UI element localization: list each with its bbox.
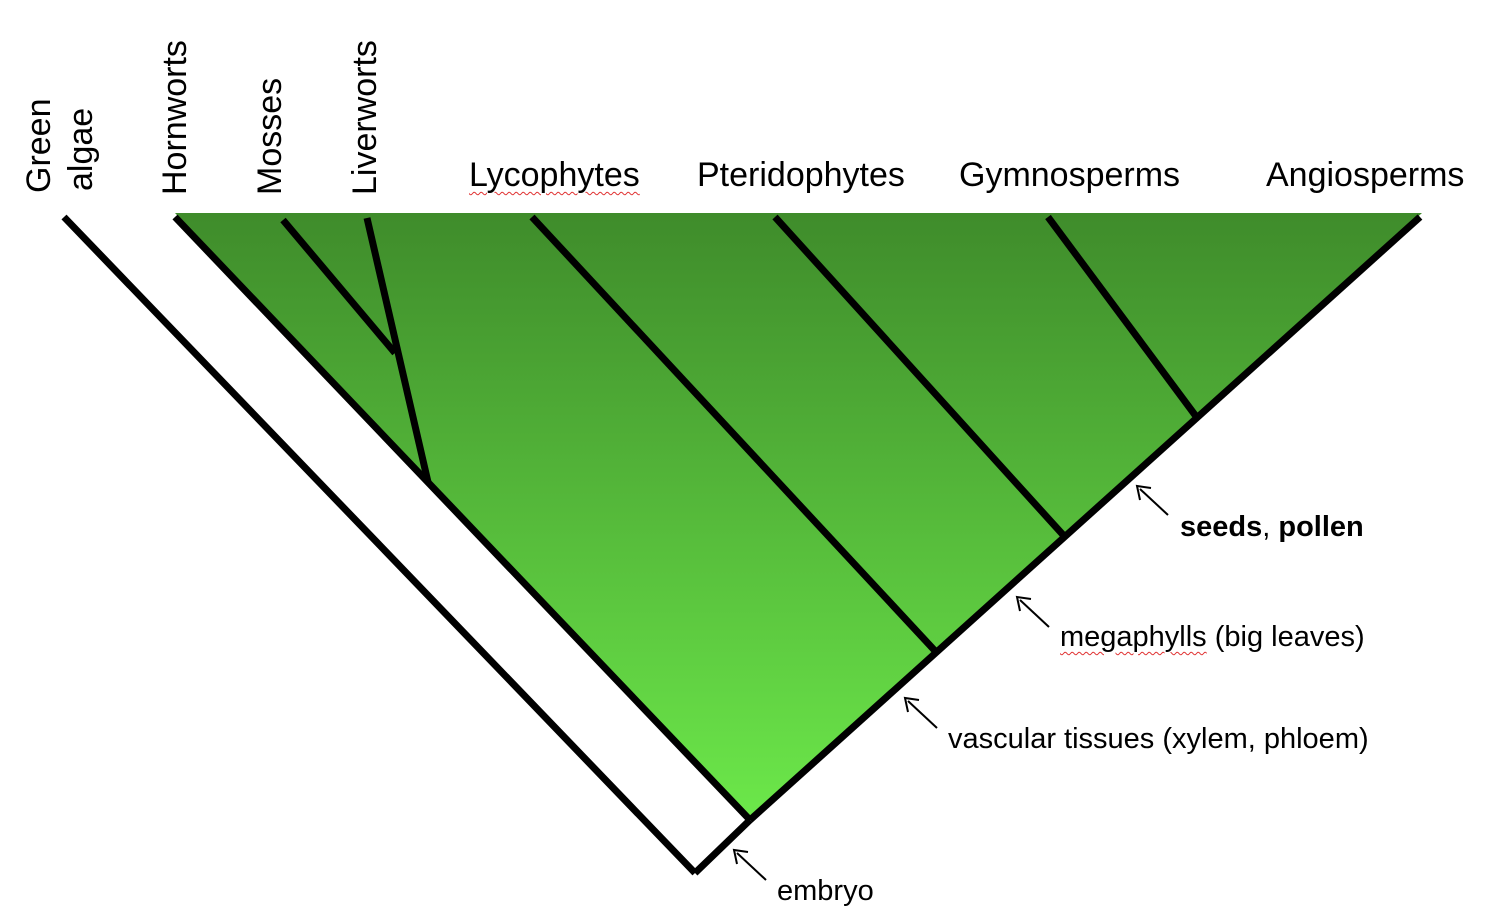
taxon-label-green-algae-line1: Green: [20, 98, 58, 194]
trait-comma: ,: [1262, 511, 1279, 543]
branch-hornworts: [172, 214, 753, 823]
taxon-label-mosses: Mosses: [251, 77, 289, 195]
trait-seeds: seeds: [1180, 511, 1263, 543]
land-plant-clade-fill: [175, 213, 1422, 820]
branch-mosses: [280, 217, 398, 356]
branch-gymnosperms: [1045, 214, 1201, 422]
arrow-embryo-head: [732, 848, 749, 865]
trait-label-seeds-pollen: seeds, pollen: [1180, 513, 1364, 542]
arrow-seeds-head: [1135, 484, 1152, 501]
taxon-label-hornworts: Hornworts: [156, 40, 194, 195]
trait-megaphylls: megaphylls: [1060, 621, 1207, 653]
trait-label-megaphylls: megaphylls (big leaves): [1060, 623, 1365, 652]
taxon-label-angiosperms: Angiosperms: [1266, 156, 1465, 194]
branch-green-algae: [61, 214, 698, 876]
arrow-vascular-shaft: [907, 700, 938, 729]
branch-lycophytes: [529, 214, 940, 656]
arrow-embryo-shaft: [736, 852, 767, 881]
arrow-megaphylls-head: [1015, 595, 1032, 612]
taxon-label-lycophytes: Lycophytes: [469, 156, 640, 194]
arrow-vascular-head: [903, 696, 920, 713]
arrow-megaphylls-shaft: [1019, 599, 1050, 628]
taxon-label-pteridophytes: Pteridophytes: [697, 156, 905, 194]
trait-label-vascular-tissues: vascular tissues (xylem, phloem): [948, 723, 1369, 755]
taxon-label-green-algae-line2: algae: [62, 107, 100, 191]
arrow-seeds-shaft: [1139, 488, 1169, 516]
trait-pollen: pollen: [1278, 511, 1364, 543]
trait-megaphylls-rest: (big leaves): [1206, 621, 1365, 653]
taxon-label-gymnosperms: Gymnosperms: [959, 156, 1181, 194]
branch-liverworts: [363, 217, 432, 483]
trait-label-embryo: embryo: [777, 875, 874, 907]
branch-stem: [692, 817, 753, 876]
taxon-label-liverworts: Liverworts: [346, 40, 384, 195]
branch-pteridophytes: [772, 214, 1068, 540]
branch-angiosperms: [747, 214, 1423, 823]
